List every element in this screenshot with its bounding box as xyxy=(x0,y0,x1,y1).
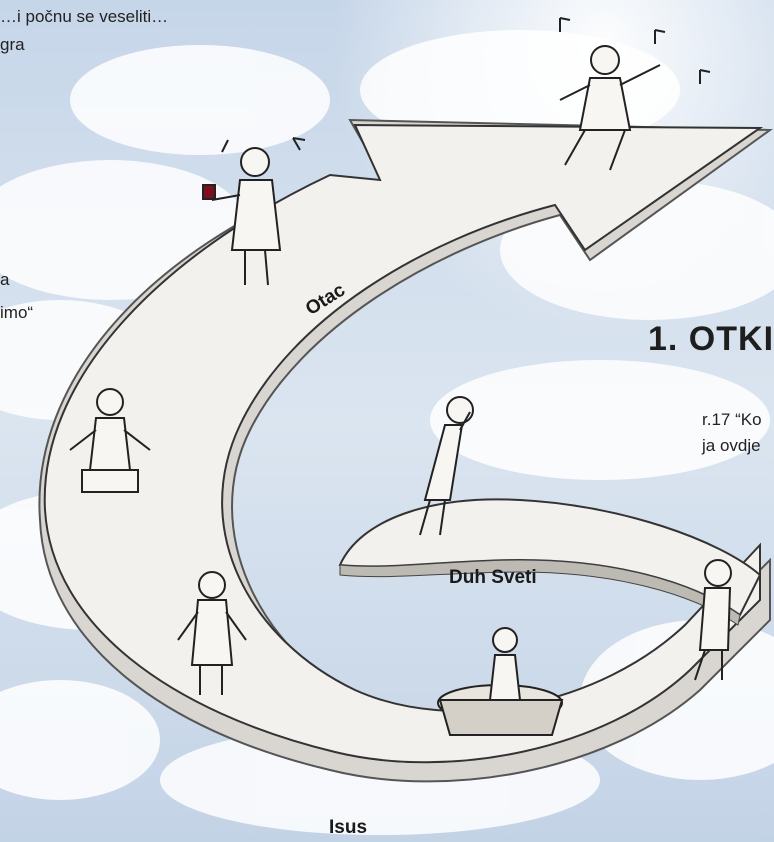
figure-standing-son xyxy=(177,571,247,695)
top-text-line-1: …i počnu se veseliti… xyxy=(0,7,169,26)
label-duh-sveti: Duh Sveti xyxy=(449,567,537,588)
music-notes xyxy=(221,17,711,153)
label-isus: Isus xyxy=(329,817,368,838)
top-text-line-2: gra xyxy=(0,35,25,54)
left-text-line-2: imo“ xyxy=(0,303,34,322)
figure-father-with-glass xyxy=(202,147,282,286)
figure-kneeling-son xyxy=(69,388,151,493)
figure-walking-son xyxy=(694,559,732,681)
figure-son-in-tub xyxy=(437,627,564,736)
figure-dancing-father xyxy=(559,45,661,171)
figure-thinking-son xyxy=(419,396,474,536)
section-heading: 1. OTKI xyxy=(648,320,774,358)
verse-text-line-1: r.17 “Ko xyxy=(702,410,762,429)
inner-platform-side xyxy=(339,559,741,626)
verse-text-line-2: ja ovdje xyxy=(702,436,761,455)
left-text-line-1: a xyxy=(0,270,10,289)
